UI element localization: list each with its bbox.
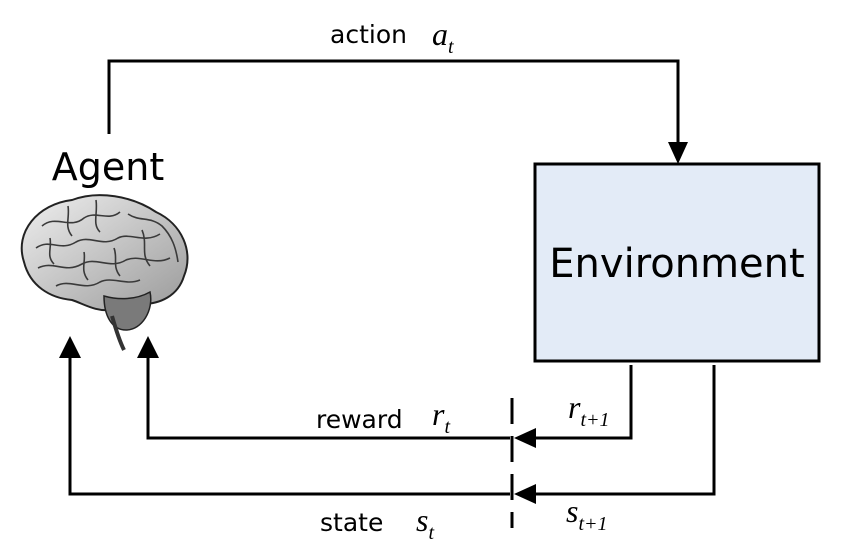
brain-icon [20, 194, 189, 351]
state-symbol: st [416, 502, 434, 544]
environment-box [533, 162, 821, 363]
reward-arrow [137, 336, 633, 448]
state-next-symbol: st+1 [566, 493, 608, 535]
reward-next-symbol: rt+1 [568, 389, 610, 431]
reward-label: reward [316, 405, 403, 434]
action-arrow [107, 59, 688, 164]
state-label: state [320, 508, 383, 537]
environment-label: Environment [549, 241, 804, 287]
reward-symbol: rt [432, 396, 450, 438]
agent-label: Agent [52, 145, 164, 189]
action-symbol: at [432, 16, 454, 58]
state-arrow [59, 336, 716, 504]
action-label: action [330, 20, 407, 49]
